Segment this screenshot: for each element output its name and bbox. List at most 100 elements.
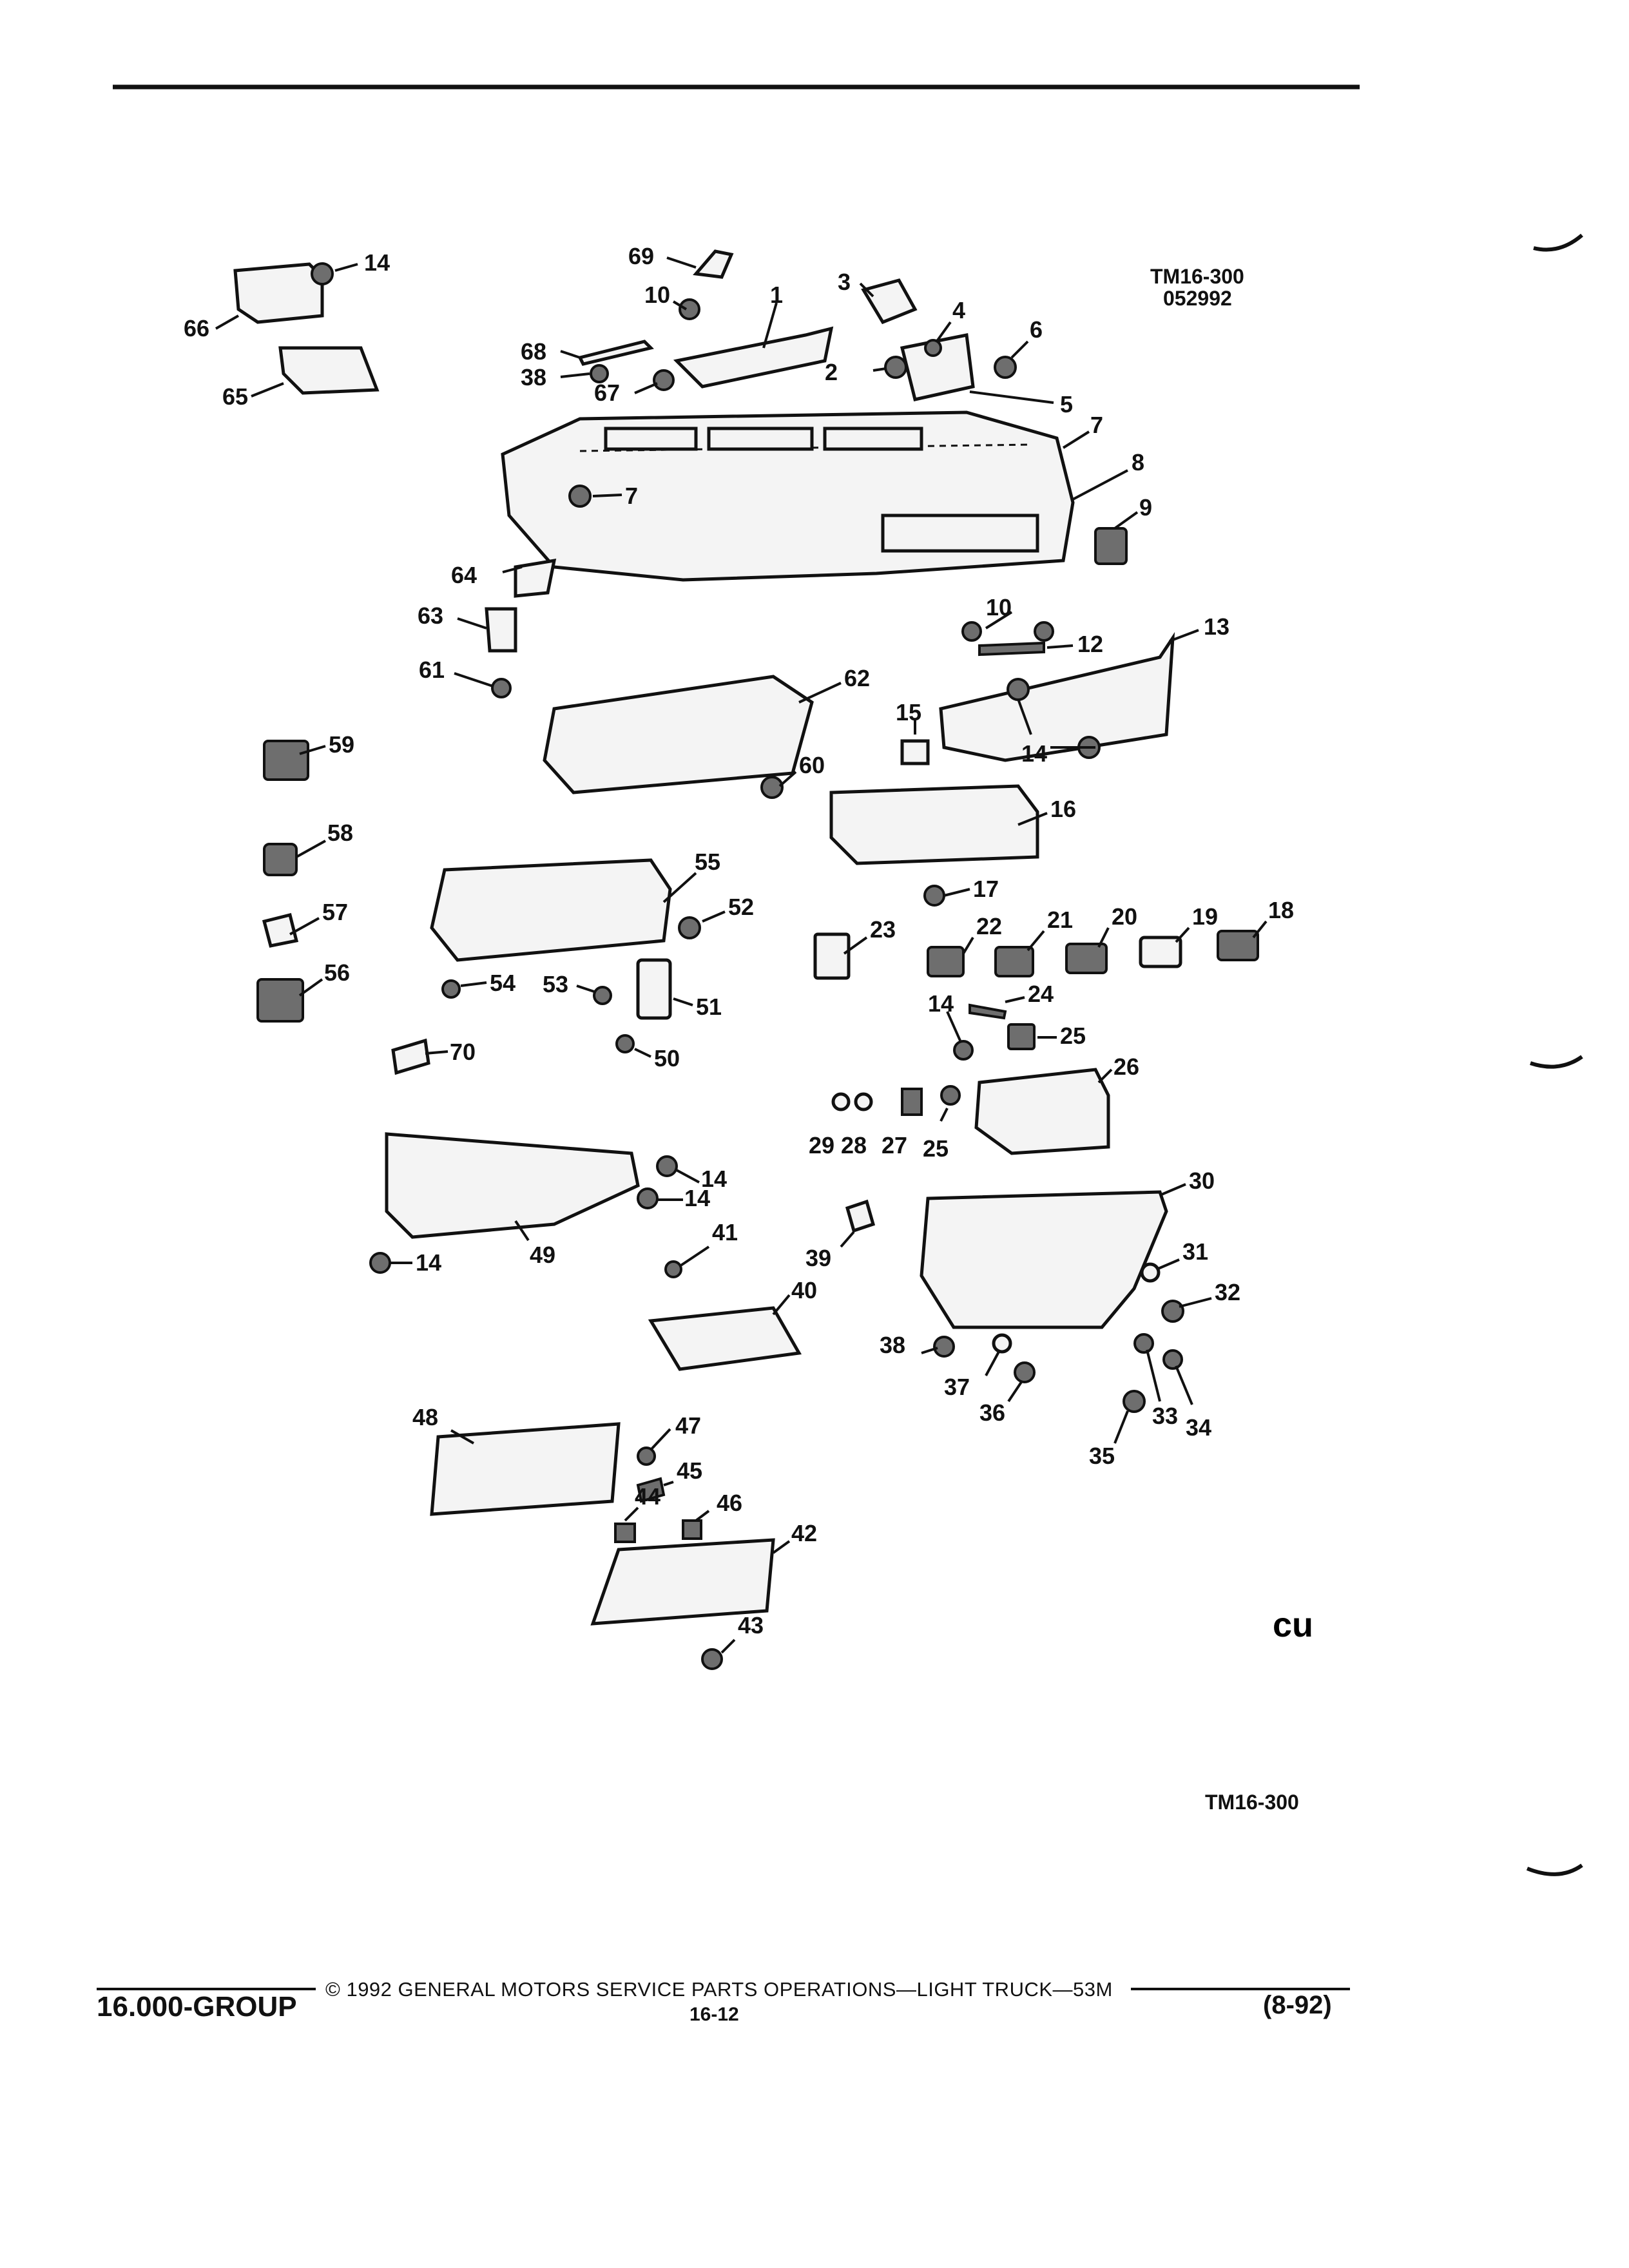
callout-2: 2 (825, 359, 838, 385)
callout-38: 38 (880, 1332, 905, 1358)
callout-7: 7 (625, 483, 638, 509)
callout-38: 38 (521, 364, 546, 390)
part-32-screw (1161, 1300, 1184, 1323)
part-33-screw (1133, 1333, 1154, 1354)
callout-18: 18 (1268, 897, 1294, 923)
callout-22: 22 (976, 913, 1002, 939)
part-22-switch (927, 946, 965, 977)
part-10-screw-right (961, 621, 982, 642)
part-12-pin (978, 641, 1045, 657)
part-47-screw (637, 1446, 656, 1466)
callout-21: 21 (1047, 907, 1073, 933)
part-1-duct (673, 326, 834, 389)
part-41-screw (664, 1260, 682, 1278)
footer-revision: (8-92) (1263, 1991, 1332, 2019)
callout-60: 60 (799, 752, 825, 778)
drawing-code: TM16-300 (1150, 265, 1244, 288)
part-31-washer (1140, 1262, 1161, 1283)
callout-65: 65 (222, 383, 248, 410)
callout-1: 1 (770, 282, 783, 308)
part-21-switch (994, 946, 1034, 977)
callout-14: 14 (1021, 740, 1047, 767)
callout-46: 46 (717, 1490, 742, 1516)
part-38-nut-top (590, 364, 609, 383)
drawing-date: 052992 (1163, 287, 1232, 310)
binding-mark-1 (1533, 233, 1583, 252)
callout-19: 19 (1192, 903, 1218, 930)
callout-50: 50 (654, 1045, 680, 1072)
callout-14: 14 (684, 1185, 710, 1211)
callout-52: 52 (728, 894, 754, 920)
part-64-bracket (514, 558, 557, 598)
callout-54: 54 (490, 970, 516, 996)
callout-48: 48 (412, 1404, 438, 1430)
callout-6: 6 (1030, 316, 1043, 343)
part-13-trim-plate (939, 631, 1175, 762)
callout-14: 14 (416, 1249, 441, 1276)
callout-66: 66 (184, 315, 209, 341)
callout-43: 43 (738, 1612, 764, 1639)
callout-14: 14 (364, 249, 390, 276)
footer-group: 16.000-GROUP (97, 1991, 297, 2023)
callout-37: 37 (944, 1374, 970, 1400)
callout-17: 17 (973, 876, 999, 902)
part-52-screw (678, 916, 701, 939)
callout-61: 61 (419, 657, 445, 683)
binding-mark-2 (1530, 1055, 1583, 1069)
part-10-screw-left (1034, 621, 1054, 642)
callout-47: 47 (675, 1412, 701, 1439)
part-62-cluster-bezel (543, 675, 814, 794)
callout-40: 40 (791, 1277, 817, 1303)
part-26-radio (974, 1068, 1110, 1155)
part-25-clip-upper (1007, 1023, 1036, 1050)
callout-5: 5 (1060, 391, 1073, 418)
part-50-screw (615, 1034, 635, 1053)
part-63-bracket (485, 607, 517, 653)
callout-27: 27 (882, 1132, 907, 1158)
callout-25: 25 (923, 1135, 949, 1162)
part-8-instrument-panel (501, 410, 1075, 582)
part-4-nut (924, 339, 942, 357)
footer-rule-left (97, 1988, 316, 1990)
part-34-screw (1162, 1349, 1183, 1370)
part-39-bumper (845, 1199, 876, 1233)
callout-51: 51 (696, 994, 722, 1020)
part-37-washer (992, 1333, 1012, 1354)
part-2-screw (884, 356, 907, 379)
part-18-switch (1217, 930, 1259, 961)
part-14-screw-49b (637, 1187, 659, 1209)
part-15-button (900, 739, 930, 765)
part-24-bolt (969, 1003, 1007, 1020)
part-19-switch (1139, 936, 1182, 968)
part-29-washer (831, 1092, 851, 1111)
part-57-knob (262, 912, 299, 948)
callout-24: 24 (1028, 981, 1054, 1007)
part-17-screw (923, 885, 945, 907)
part-30-glove-box (920, 1190, 1168, 1329)
part-49-knee-bolster (385, 1132, 640, 1239)
callout-44: 44 (635, 1483, 660, 1510)
callout-23: 23 (870, 916, 896, 943)
callout-25: 25 (1060, 1023, 1086, 1049)
footer-page-number: 16-12 (689, 2004, 739, 2025)
part-6-screw (994, 356, 1017, 379)
part-42-door (590, 1538, 775, 1626)
callout-42: 42 (791, 1520, 817, 1546)
callout-49: 49 (530, 1242, 555, 1268)
part-67-screw (653, 369, 675, 391)
part-58-switch (263, 843, 298, 876)
callout-57: 57 (322, 899, 348, 925)
callout-20: 20 (1112, 903, 1137, 930)
part-61-screw (491, 678, 512, 698)
footer-rule-right (1131, 1988, 1350, 1990)
part-25-nut-lower (940, 1085, 961, 1106)
callout-8: 8 (1132, 449, 1144, 476)
callout-26: 26 (1113, 1053, 1139, 1080)
part-53-screw (593, 986, 612, 1005)
callout-10: 10 (986, 594, 1012, 620)
callout-68: 68 (521, 338, 546, 365)
part-59-switch (263, 740, 309, 781)
part-36-clip (1014, 1361, 1036, 1383)
part-56-switch (256, 978, 304, 1023)
